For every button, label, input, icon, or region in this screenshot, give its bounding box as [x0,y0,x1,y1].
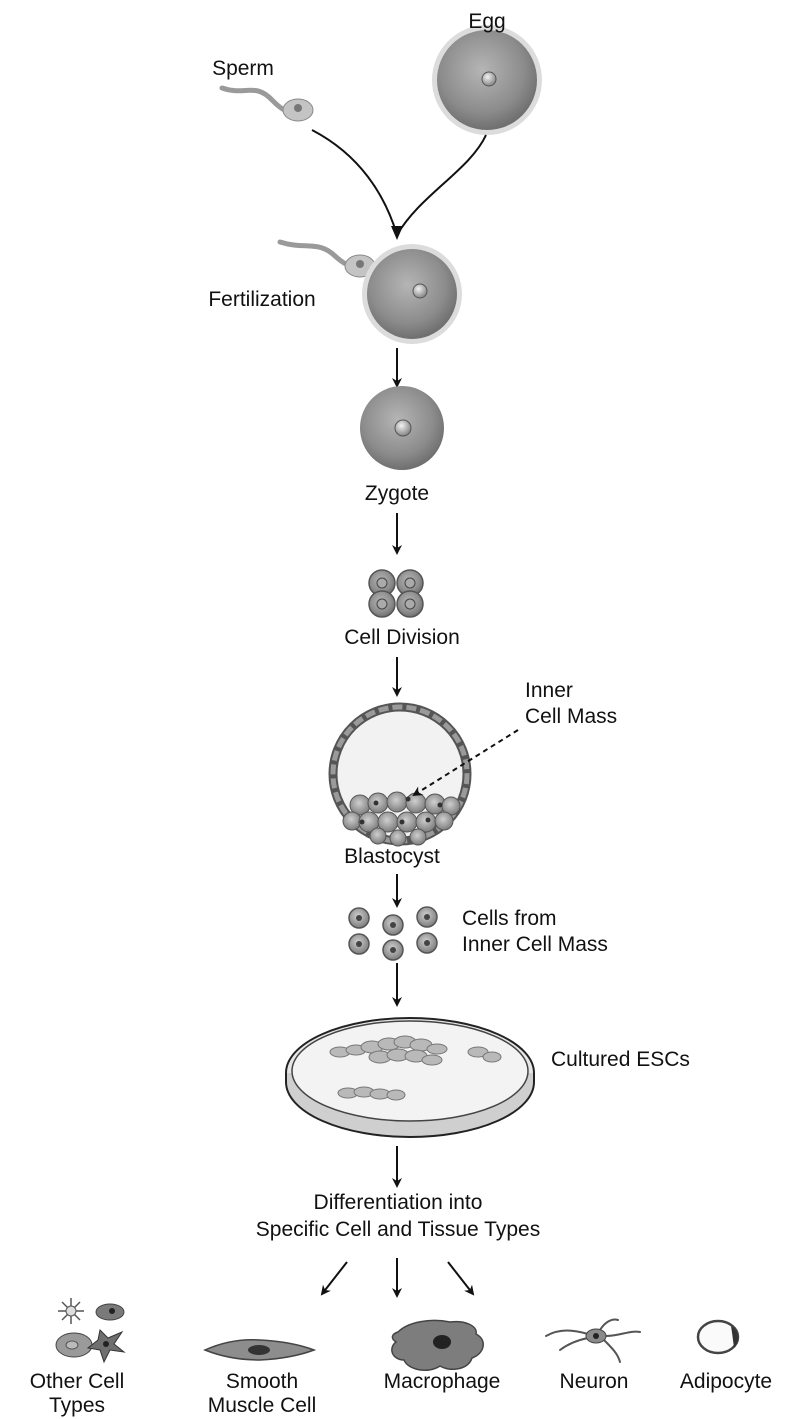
blastocyst-label: Blastocyst [344,844,440,870]
macrophage-label: Macrophage [384,1369,501,1395]
mixed-cells-icon [56,1298,124,1362]
branch-arrow-left [322,1262,347,1294]
egg-cell-icon [432,25,542,135]
other-cell-types-label-line1: Other Cell [30,1369,125,1395]
cell-division-label: Cell Division [344,625,460,651]
cultured-escs-label: Cultured ESCs [551,1047,690,1073]
smooth-muscle-cell-icon [205,1340,314,1360]
cells-from-icm-label-line1: Cells from [462,906,557,932]
smooth-muscle-label-line2: Muscle Cell [208,1393,317,1419]
blastocyst-icon [333,707,467,846]
merge-arrowhead [391,226,403,240]
sperm-label: Sperm [212,56,274,82]
inner-cell-mass-label-line2: Cell Mass [525,704,617,730]
neuron-label: Neuron [560,1369,629,1395]
smooth-muscle-label-line1: Smooth [226,1369,298,1395]
adipocyte-label: Adipocyte [680,1369,772,1395]
egg-label: Egg [468,9,505,35]
sperm-icon [222,88,313,121]
differentiation-label-line2: Specific Cell and Tissue Types [256,1217,540,1243]
zygote-label: Zygote [365,481,429,507]
other-cell-types-label-line2: Types [49,1393,105,1419]
zygote-icon [360,386,444,470]
merge-arrow-left [312,130,397,235]
inner-cell-mass-label-line1: Inner [525,678,573,704]
adipocyte-icon [698,1321,738,1353]
differentiation-label-line1: Differentiation into [314,1190,483,1216]
neuron-icon [546,1319,640,1362]
icm-cells-icon [349,907,437,960]
petri-dish-icon [286,1018,534,1137]
branch-arrow-right [448,1262,473,1294]
four-cell-embryo-icon [369,570,423,617]
merge-arrow-right [397,135,486,235]
fertilization-label: Fertilization [208,287,315,313]
macrophage-icon [392,1320,483,1370]
cells-from-icm-label-line2: Inner Cell Mass [462,932,608,958]
